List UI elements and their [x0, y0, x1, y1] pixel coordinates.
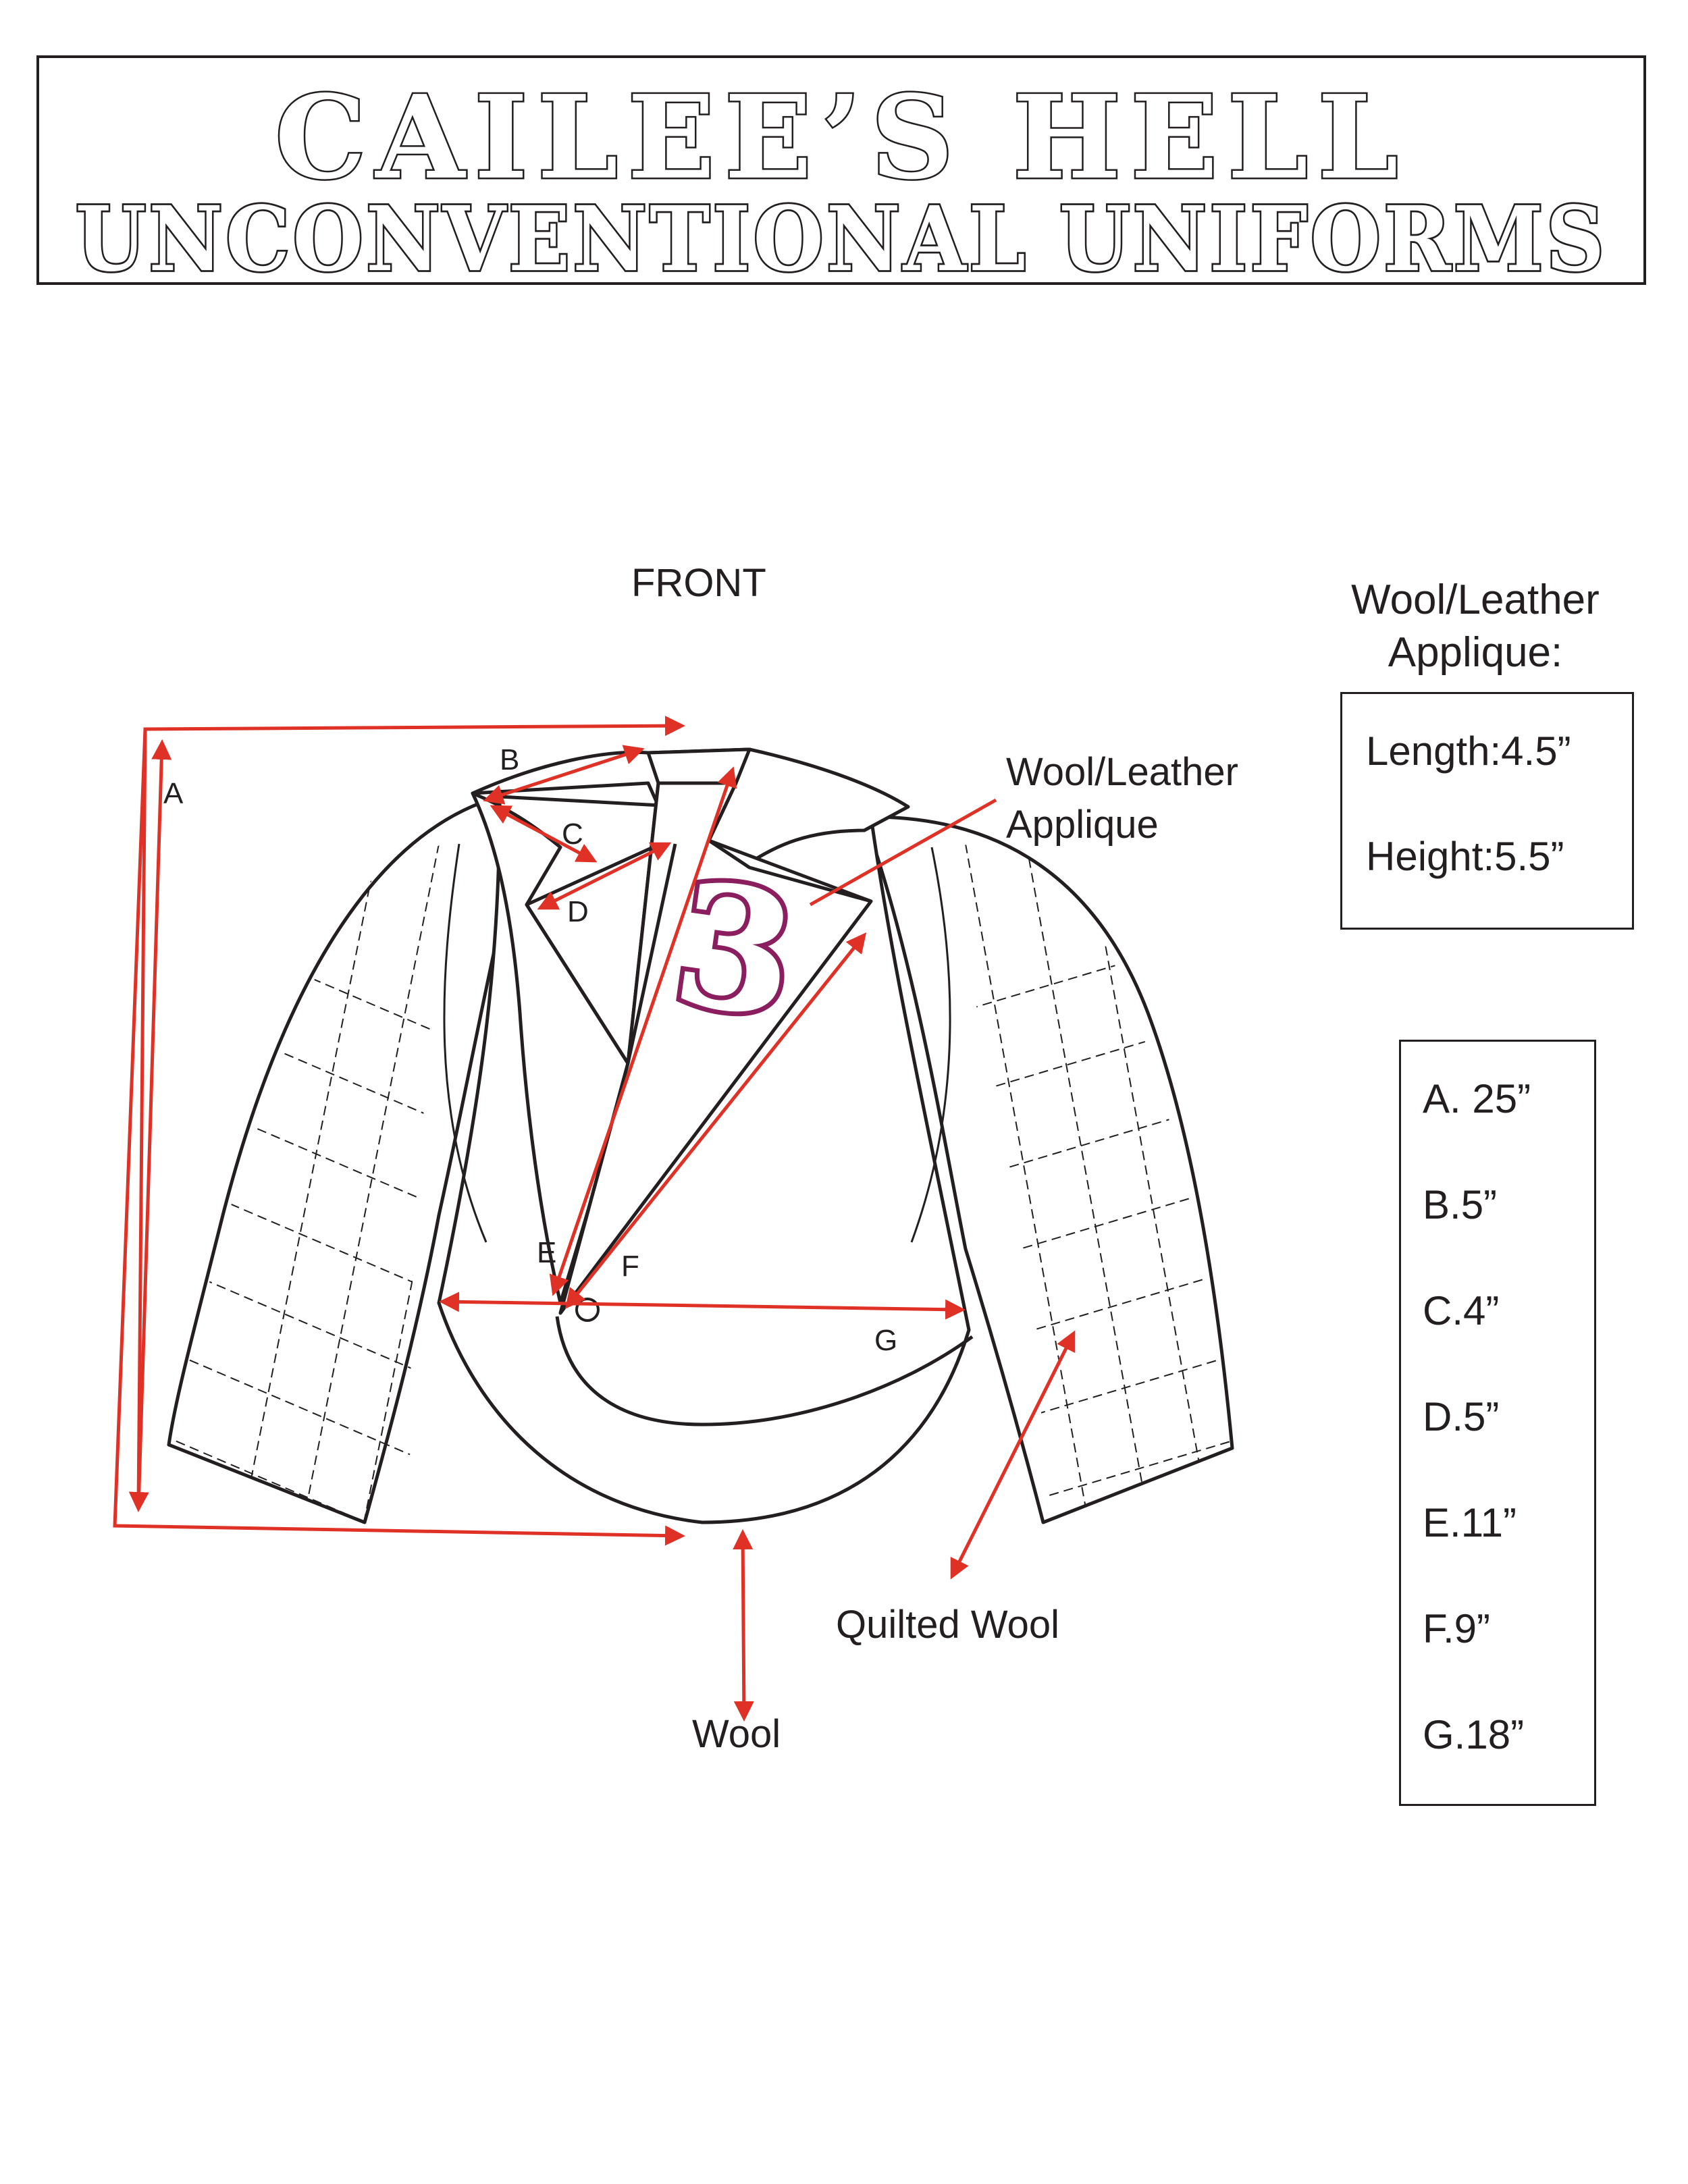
letter-e: E [537, 1236, 556, 1269]
letter-a: A [163, 777, 184, 810]
header-box: CAILEE’S HELL UNCONVENTIONAL UNIFORMS [36, 55, 1646, 294]
hem-curve [555, 1316, 974, 1427]
measurement-f: F.9” [1423, 1606, 1491, 1651]
callout-wool: Wool [692, 1712, 781, 1756]
view-label: FRONT [631, 561, 766, 605]
applique-spec-title: Wool/Leather Applique: [1351, 577, 1600, 676]
right-sleeve [869, 815, 1234, 1524]
arrow-g [439, 1291, 966, 1320]
brand-title: CAILEE’S HELL [273, 69, 1408, 207]
dimension-arrows [113, 716, 1076, 1722]
letter-g: G [874, 1324, 897, 1357]
dimension-letters: A B C D E F G [163, 743, 897, 1357]
applique-height: Height:5.5” [1366, 834, 1564, 879]
left-sleeve-seam [443, 843, 487, 1243]
measurement-e: E.11” [1423, 1500, 1516, 1545]
letter-d: D [567, 895, 589, 928]
arrow-quilted-wool [950, 1330, 1076, 1580]
measurements-box: A. 25” B.5” C.4” D.5” E.11” F.9” G.18” [1399, 1040, 1596, 1806]
brand-subtitle: UNCONVENTIONAL UNIFORMS [74, 185, 1608, 294]
measurement-d: D.5” [1423, 1394, 1500, 1439]
right-sleeve-seam [910, 847, 951, 1243]
arrow-wool [733, 1529, 754, 1722]
letter-b: B [500, 743, 519, 776]
letter-c: C [562, 818, 583, 851]
arrow-f [564, 932, 867, 1309]
measurement-b: B.5” [1423, 1182, 1498, 1227]
measurement-g: G.18” [1423, 1712, 1525, 1757]
arrow-applique [809, 798, 997, 907]
applique-length: Length:4.5” [1366, 728, 1571, 774]
callout-applique: Wool/Leather Applique [1006, 750, 1238, 847]
callout-quilted-wool: Quilted Wool [836, 1603, 1059, 1647]
measurement-a: A. 25” [1423, 1076, 1531, 1121]
applique-spec-box: Length:4.5” Height:5.5” [1340, 692, 1634, 930]
measurement-c: C.4” [1423, 1288, 1500, 1333]
letter-f: F [621, 1250, 639, 1283]
collar-stand [646, 747, 751, 785]
arrow-a-inner [128, 739, 172, 1512]
